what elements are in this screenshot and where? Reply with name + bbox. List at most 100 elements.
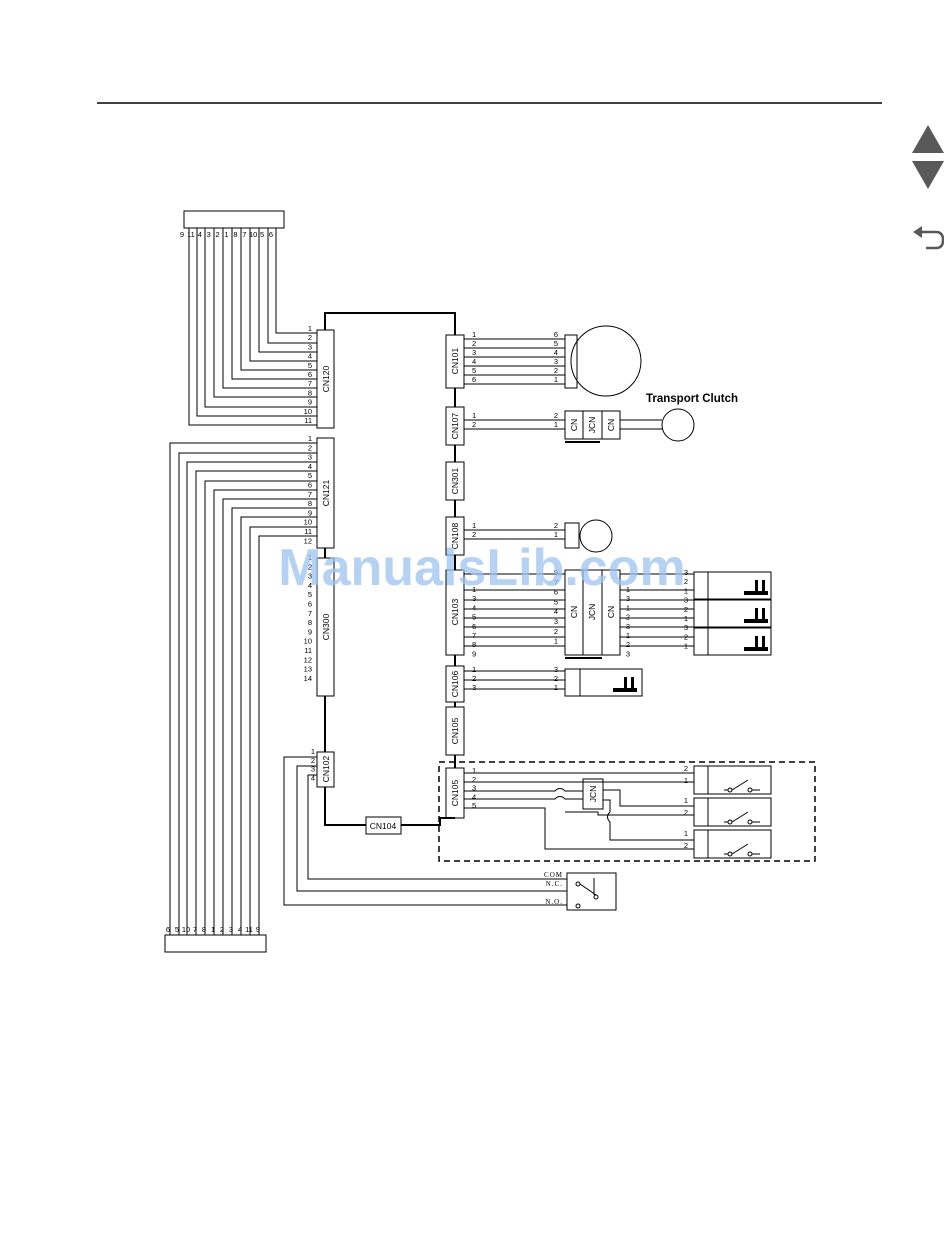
pin-label-cn101-r: 2 xyxy=(554,366,558,375)
pin-label-top-header: 7 xyxy=(242,230,246,239)
pin-label-bottom-header: 11 xyxy=(245,925,253,934)
triangle-down-icon[interactable] xyxy=(911,160,945,190)
pin-label-cn103-far-r: 2 xyxy=(684,605,688,614)
pin-label-cn300: 14 xyxy=(304,674,312,683)
pin-label-top-header: 10 xyxy=(249,230,257,239)
pin-label-cn103-far-l: 1 xyxy=(626,631,630,640)
sensor-glyphs xyxy=(613,580,768,692)
pin-label-cn300: 12 xyxy=(304,655,312,664)
pin-label-cn103-l: 4 xyxy=(472,603,476,612)
pin-label-bottom-header: 7 xyxy=(193,925,197,934)
pin-label-cn103-far-r: 3 xyxy=(684,623,688,632)
pin-label-cn101-l: 5 xyxy=(472,366,476,375)
pin-label-cn103-r: 7 xyxy=(554,578,558,587)
pin-label-cn101-l: 1 xyxy=(472,330,476,339)
pin-label-cn108-r: 1 xyxy=(554,530,558,539)
pin-label-cn106-l: 1 xyxy=(472,665,476,674)
pin-label-cn108-r: 2 xyxy=(554,521,558,530)
pin-label-cn107-l: 1 xyxy=(472,411,476,420)
pin-label-cn121: 2 xyxy=(308,443,312,452)
pin-label-cn121: 7 xyxy=(308,490,312,499)
cn103-label: CN103 xyxy=(450,599,460,626)
cn108-label: CN108 xyxy=(450,523,460,550)
pin-label-cn121: 4 xyxy=(308,462,312,471)
pin-label-cn103-far-l: 2 xyxy=(626,640,630,649)
pin-label-cn103-r: 1 xyxy=(554,637,558,646)
pin-label-cn103-far-l: 3 xyxy=(626,622,630,631)
pin-label-cn103-l: 6 xyxy=(472,622,476,631)
inline-cn-3: CN xyxy=(569,606,579,618)
pin-label-cn121: 12 xyxy=(304,536,312,545)
pin-label-top-header: 6 xyxy=(269,230,273,239)
pin-label-cn105-l: 4 xyxy=(472,792,476,801)
cn107-label: CN107 xyxy=(450,413,460,440)
watermark: ManualsLib.com xyxy=(278,539,685,597)
pin-label-cn106-r: 1 xyxy=(554,683,558,692)
inline-cn-1: CN xyxy=(569,419,579,431)
pin-label-cn106-l: 3 xyxy=(472,683,476,692)
pin-label-cn300: 9 xyxy=(308,627,312,636)
pin-label-cn103-far-r: 1 xyxy=(684,586,688,595)
pin-label-cn120: 8 xyxy=(308,388,312,397)
pin-label-cn103-far-l: 1 xyxy=(626,585,630,594)
pin-label-top-header: 2 xyxy=(216,230,220,239)
pin-label-cn121: 8 xyxy=(308,499,312,508)
inline-cn-4: CN xyxy=(606,606,616,618)
bottom-header-connector xyxy=(164,934,267,953)
pin-label-cn121: 1 xyxy=(308,434,312,443)
switch-contacts xyxy=(724,779,760,857)
pin-label-top-header: 1 xyxy=(224,230,228,239)
pin-label-cn107-r: 1 xyxy=(554,420,558,429)
pin-label-cn102: 4 xyxy=(311,773,315,782)
switch-com-label: COM xyxy=(544,871,563,879)
pin-label-cn103-far-r: 2 xyxy=(684,632,688,641)
pin-label-bottom-header: 2 xyxy=(220,925,224,934)
pin-label-cn300: 7 xyxy=(308,609,312,618)
pin-label-cn120: 4 xyxy=(308,352,312,361)
back-arrow-icon[interactable] xyxy=(912,224,944,252)
pin-label-cn107-r: 2 xyxy=(554,411,558,420)
pin-label-bottom-header: 9 xyxy=(256,925,260,934)
pin-label-cn103-far-l: 3 xyxy=(626,649,630,658)
pin-label-cn300: 13 xyxy=(304,665,312,674)
pin-label-cn103-far-r: 3 xyxy=(684,596,688,605)
pin-label-cn105-l: 2 xyxy=(472,775,476,784)
pin-label-switch: 1 xyxy=(684,829,688,838)
pin-label-cn103-r: 4 xyxy=(554,607,558,616)
pin-label-cn103-far-l: 3 xyxy=(626,594,630,603)
pin-label-cn101-r: 5 xyxy=(554,339,558,348)
pin-label-cn120: 5 xyxy=(308,361,312,370)
pin-label-cn101-l: 2 xyxy=(472,339,476,348)
pin-label-cn105-l: 3 xyxy=(472,784,476,793)
pin-label-top-header: 9 xyxy=(180,230,184,239)
pin-label-cn106-r: 3 xyxy=(554,665,558,674)
pin-label-cn108-l: 1 xyxy=(472,521,476,530)
pin-label-cn120: 1 xyxy=(308,324,312,333)
pin-label-cn120: 7 xyxy=(308,379,312,388)
pin-label-cn103-far-l: 1 xyxy=(626,603,630,612)
pin-label-bottom-header: 8 xyxy=(202,925,206,934)
triangle-up-icon[interactable] xyxy=(911,124,945,154)
pin-label-cn101-r: 1 xyxy=(554,375,558,384)
pin-label-cn102: 3 xyxy=(311,765,315,774)
pin-label-cn103-l: 3 xyxy=(472,594,476,603)
pin-label-cn300: 4 xyxy=(308,581,312,590)
switch-no-label: N.O. xyxy=(545,898,563,906)
pin-label-switch: 2 xyxy=(684,764,688,773)
pin-label-cn107-l: 2 xyxy=(472,420,476,429)
pin-label-switch: 1 xyxy=(684,796,688,805)
pin-label-cn102: 1 xyxy=(311,747,315,756)
pin-label-cn105-l: 1 xyxy=(472,766,476,775)
pin-label-cn101-r: 4 xyxy=(554,348,558,357)
pin-label-cn121: 3 xyxy=(308,453,312,462)
pin-label-cn300: 1 xyxy=(308,553,312,562)
pin-label-bottom-header: 1 xyxy=(211,925,215,934)
pin-label-bottom-header: 6 xyxy=(166,925,170,934)
cn104-label: CN104 xyxy=(370,821,397,831)
switch-nc-label: N.C. xyxy=(546,880,563,888)
pin-label-cn300: 6 xyxy=(308,600,312,609)
pin-label-top-header: 4 xyxy=(198,230,202,239)
pin-label-cn103-far-r: 2 xyxy=(684,577,688,586)
pin-label-cn121: 11 xyxy=(304,527,312,536)
pin-label-cn121: 6 xyxy=(308,481,312,490)
